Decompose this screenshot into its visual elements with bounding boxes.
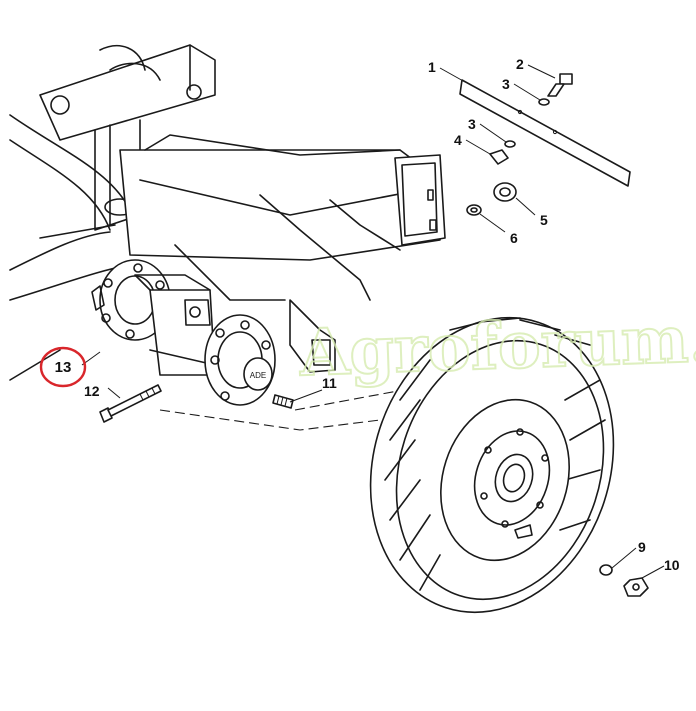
leader-lines bbox=[81, 64, 665, 579]
washer-part-9 bbox=[599, 564, 613, 576]
highlight-ring bbox=[39, 346, 87, 388]
bushing-part-5 bbox=[493, 182, 517, 202]
mounting-strip bbox=[459, 79, 631, 187]
callout-13-highlight: 13 bbox=[39, 346, 87, 388]
hub-cap: ADE bbox=[243, 357, 273, 391]
axle-beam bbox=[119, 134, 446, 373]
callout-6: 6 bbox=[510, 230, 518, 246]
callout-4: 4 bbox=[454, 132, 462, 148]
callout-2: 2 bbox=[516, 56, 524, 72]
assembly-line-hub bbox=[159, 409, 421, 431]
callout-3-top: 3 bbox=[502, 76, 510, 92]
callout-10: 10 bbox=[664, 557, 680, 573]
nut-part-4 bbox=[489, 149, 509, 165]
wheel-stud bbox=[272, 394, 294, 409]
hub-cap-text: ADE bbox=[250, 371, 266, 380]
washer-part-6 bbox=[466, 204, 482, 216]
callout-9: 9 bbox=[638, 539, 646, 555]
washer-part-3-top bbox=[538, 98, 550, 106]
callout-1: 1 bbox=[428, 59, 436, 75]
long-bolt bbox=[99, 384, 162, 423]
nut-part-10 bbox=[623, 577, 649, 597]
callout-12: 12 bbox=[84, 383, 100, 399]
chassis-frame bbox=[9, 44, 216, 381]
wheel-rim bbox=[440, 398, 570, 562]
bolt-part-2 bbox=[547, 73, 573, 97]
callout-13: 13 bbox=[55, 359, 72, 376]
callout-11: 11 bbox=[322, 375, 337, 391]
washer-part-3-lower bbox=[504, 140, 516, 148]
callout-3-lower: 3 bbox=[468, 116, 476, 132]
watermark: Agroforum.by bbox=[297, 299, 696, 391]
callout-5: 5 bbox=[540, 212, 548, 228]
